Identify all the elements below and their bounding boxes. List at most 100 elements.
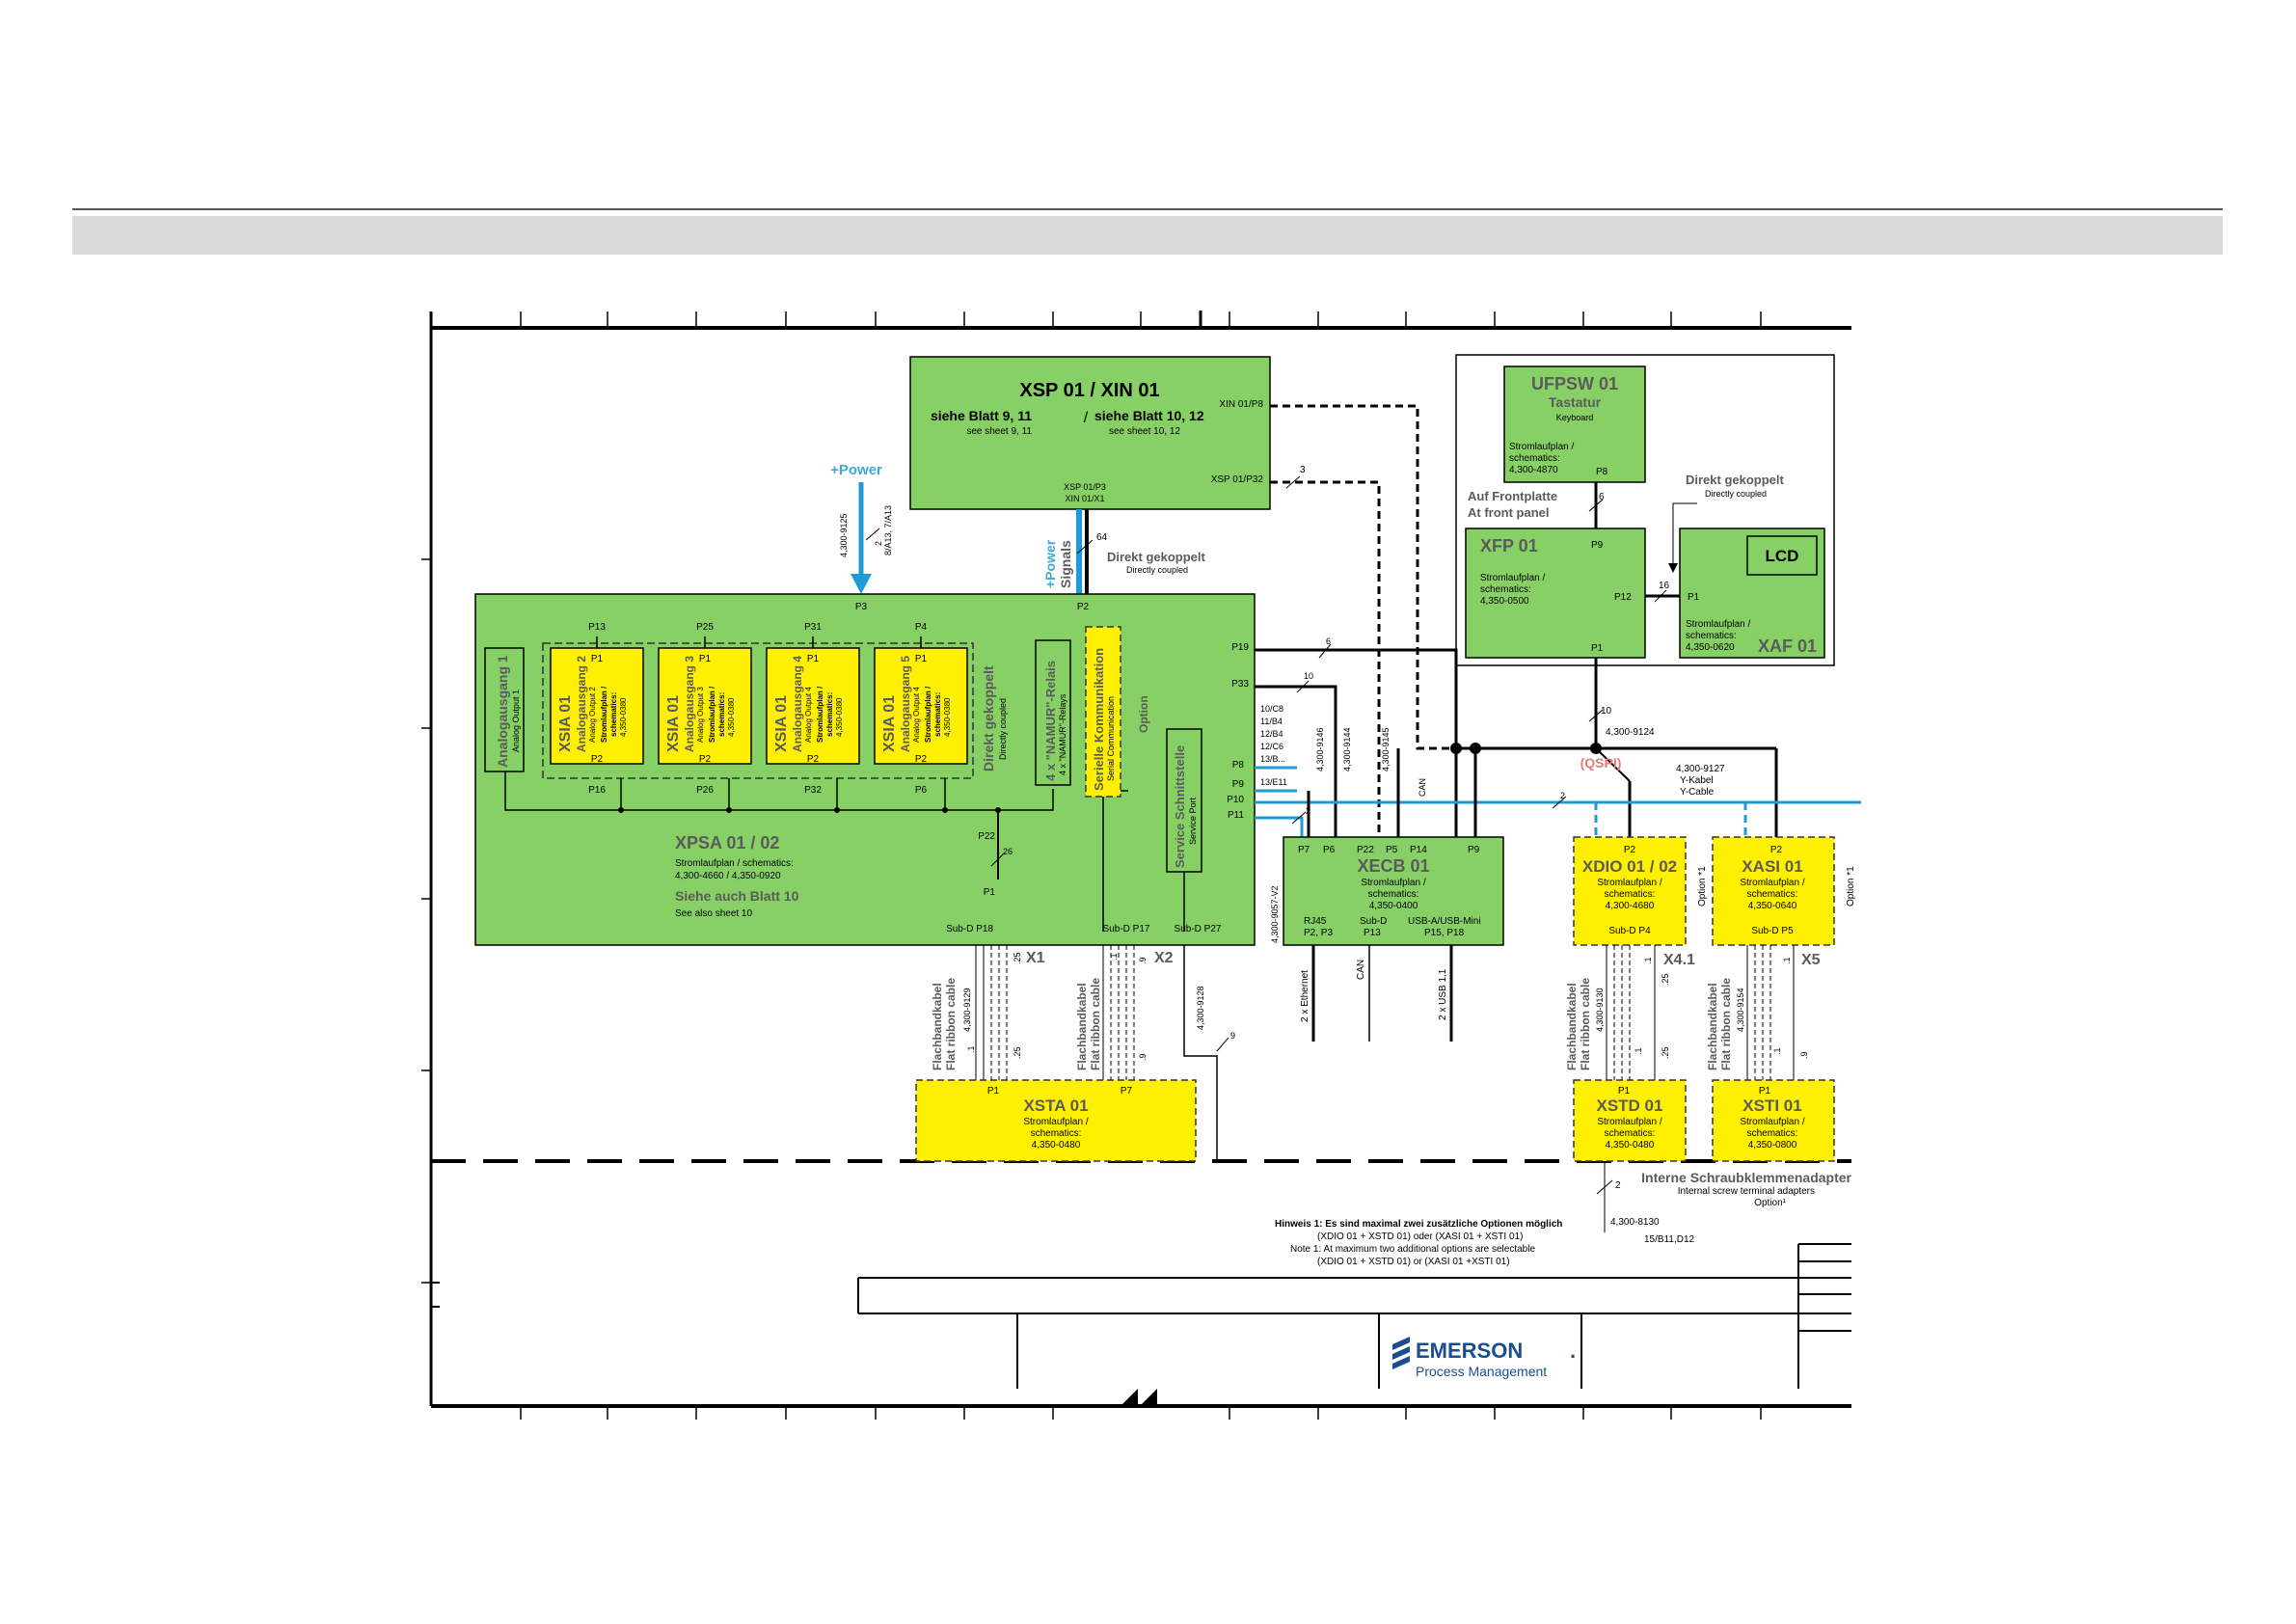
- signals-direct-en: Directly coupled: [1126, 565, 1188, 575]
- subd-p18: Sub-D P18: [946, 924, 993, 934]
- ycable-en: Y-Cable: [1680, 787, 1715, 798]
- xsia-sp: Stromlaufplan /: [708, 686, 716, 743]
- xsta-title: XSTA 01: [1023, 1096, 1088, 1115]
- xsia-title: XSIA 01: [881, 695, 898, 752]
- power-tick: [865, 528, 880, 541]
- x1-label: X1: [1026, 950, 1045, 966]
- ufpsw-sp: Stromlaufplan /: [1509, 442, 1574, 452]
- xsia-sp: Stromlaufplan /: [816, 686, 824, 743]
- xsia-num: 4,350-0380: [619, 697, 628, 737]
- x1-flach: Flachbandkabel: [931, 983, 944, 1070]
- xsia-module: [874, 647, 968, 765]
- logo-sub: Process Management: [1416, 1364, 1547, 1379]
- xsia-bottom-port: P6: [915, 785, 928, 796]
- ufpsw-sc: schematics:: [1509, 453, 1560, 464]
- xecb-block: [1283, 836, 1504, 946]
- xsp-separator: /: [1084, 410, 1089, 426]
- logo-panel: [1384, 1325, 1579, 1381]
- xsp-right-ref: siehe Blatt 10, 12: [1094, 408, 1204, 423]
- xecb-p9: P9: [1468, 845, 1480, 855]
- xsia-sp: Stromlaufplan /: [924, 686, 932, 743]
- xsia-sc: schematics:: [609, 692, 618, 737]
- front-direct-arrow-icon: [1668, 563, 1678, 573]
- x2-label: X2: [1154, 950, 1174, 966]
- sheet-marker-icon: [1140, 1389, 1157, 1406]
- xsia-ao: Analogausgang 2: [575, 656, 588, 752]
- xfp-p1: P1: [1591, 643, 1604, 654]
- qspi-count: 10: [1601, 706, 1612, 717]
- xfp-xaf-tick: [1654, 589, 1667, 603]
- sheet-marker-icon: [1121, 1389, 1138, 1406]
- p10-tick: [1552, 796, 1567, 809]
- xsia-p2: P2: [591, 754, 604, 765]
- power-cable: 4,300-9125: [839, 513, 849, 557]
- xecb-sc: schematics:: [1368, 889, 1419, 900]
- xecb-num: 4,350-0400: [1369, 901, 1418, 911]
- x41-d1: .1: [1634, 1047, 1643, 1055]
- xsta-sp: Stromlaufplan /: [1023, 1117, 1088, 1127]
- screw-de: Interne Schraubklemmenadapter: [1641, 1170, 1851, 1185]
- ref-10c8: 10/C8: [1260, 704, 1283, 714]
- emerson-logo: EMERSON . Process Management: [1384, 1325, 1579, 1381]
- xasi-option: Option *1: [1846, 866, 1856, 907]
- cable-9145: 4,300-9145: [1381, 727, 1391, 771]
- xsia-title: XSIA 01: [665, 695, 682, 752]
- xsta-p7: P7: [1121, 1086, 1133, 1096]
- cable-9057: 4,300-9057-V2: [1270, 885, 1280, 943]
- cable-9128: 4,300-9128: [1196, 986, 1205, 1030]
- xsia-sc: schematics:: [933, 692, 942, 737]
- xpsa-direct: Direkt gekoppelt: [981, 665, 996, 771]
- front-direct-pointer: [1672, 502, 1697, 569]
- xsia-p1: P1: [915, 654, 928, 664]
- xasi-block: [1712, 836, 1835, 946]
- xstd-num: 4,350-0480: [1606, 1140, 1655, 1150]
- cable-9128-line: [1183, 945, 1218, 1161]
- cable-9128-tick: [1216, 1037, 1229, 1052]
- cable-9129: 4,300-9129: [962, 988, 972, 1032]
- xpsa-p19: P19: [1231, 642, 1249, 653]
- xsti-block: [1712, 1079, 1835, 1162]
- xin-x1-label: XIN 01/X1: [1065, 494, 1104, 503]
- ycable-de: Y-Kabel: [1680, 775, 1714, 786]
- x5-flach: Flachbandkabel: [1706, 983, 1719, 1070]
- xstd-block: [1573, 1079, 1687, 1162]
- junction: [726, 807, 732, 813]
- qspi-node: [1470, 743, 1481, 754]
- service-label-en: Service Port: [1188, 797, 1198, 845]
- ufpsw-sub-en: Keyboard: [1556, 413, 1594, 422]
- xsia-module: [550, 647, 644, 765]
- xpsa-p9: P9: [1232, 779, 1245, 790]
- xasi-num: 4,350-0640: [1748, 901, 1797, 911]
- x41-d1-top: .1: [1643, 957, 1653, 964]
- xsia-p1: P1: [807, 654, 820, 664]
- xfp-xaf-count: 16: [1659, 581, 1670, 591]
- xsta-block: [915, 1079, 1197, 1162]
- screw-cable: 4,300-8130: [1610, 1217, 1660, 1228]
- note-line-1: Hinweis 1: Es sind maximal zwei zusätzli…: [1275, 1219, 1562, 1230]
- ufpsw-sub: Tastatur: [1549, 394, 1602, 410]
- xdio-sc: schematics:: [1605, 889, 1656, 900]
- xsia-ao: Analogausgang 4: [791, 656, 804, 752]
- serial-label-en: Serial Communication: [1106, 696, 1116, 781]
- xsia-group-frame: [542, 642, 974, 779]
- serial-label: Serielle Kommunikation: [1092, 648, 1106, 791]
- xsia-num: 4,350-0380: [835, 697, 844, 737]
- xsia-num: 4,350-0380: [943, 697, 952, 737]
- xstd-sc: schematics:: [1605, 1128, 1656, 1139]
- ao1-label-en: Analog Output 1: [511, 690, 521, 752]
- xsp-p3-label: XSP 01/P3: [1064, 482, 1106, 492]
- screw-opt: Option¹: [1754, 1198, 1786, 1208]
- serial-comm-option: [1085, 626, 1121, 798]
- xpsa-p22-count: 26: [1003, 847, 1013, 856]
- xasi-subd: Sub-D P5: [1751, 926, 1794, 936]
- xaf-p1: P1: [1688, 592, 1700, 603]
- xpsa-see: See also sheet 10: [675, 908, 752, 919]
- front-direct: Direkt gekoppelt: [1686, 473, 1785, 487]
- xfp-sp: Stromlaufplan /: [1480, 573, 1545, 583]
- xpsa-direct-en: Directly coupled: [998, 698, 1008, 760]
- service-label: Service Schnittstelle: [1173, 745, 1187, 868]
- xaf-title: XAF 01: [1758, 636, 1817, 656]
- xsia-title: XSIA 01: [557, 695, 574, 752]
- xecb-p14: P14: [1410, 845, 1427, 855]
- xsp-p32-tick: [1285, 475, 1301, 489]
